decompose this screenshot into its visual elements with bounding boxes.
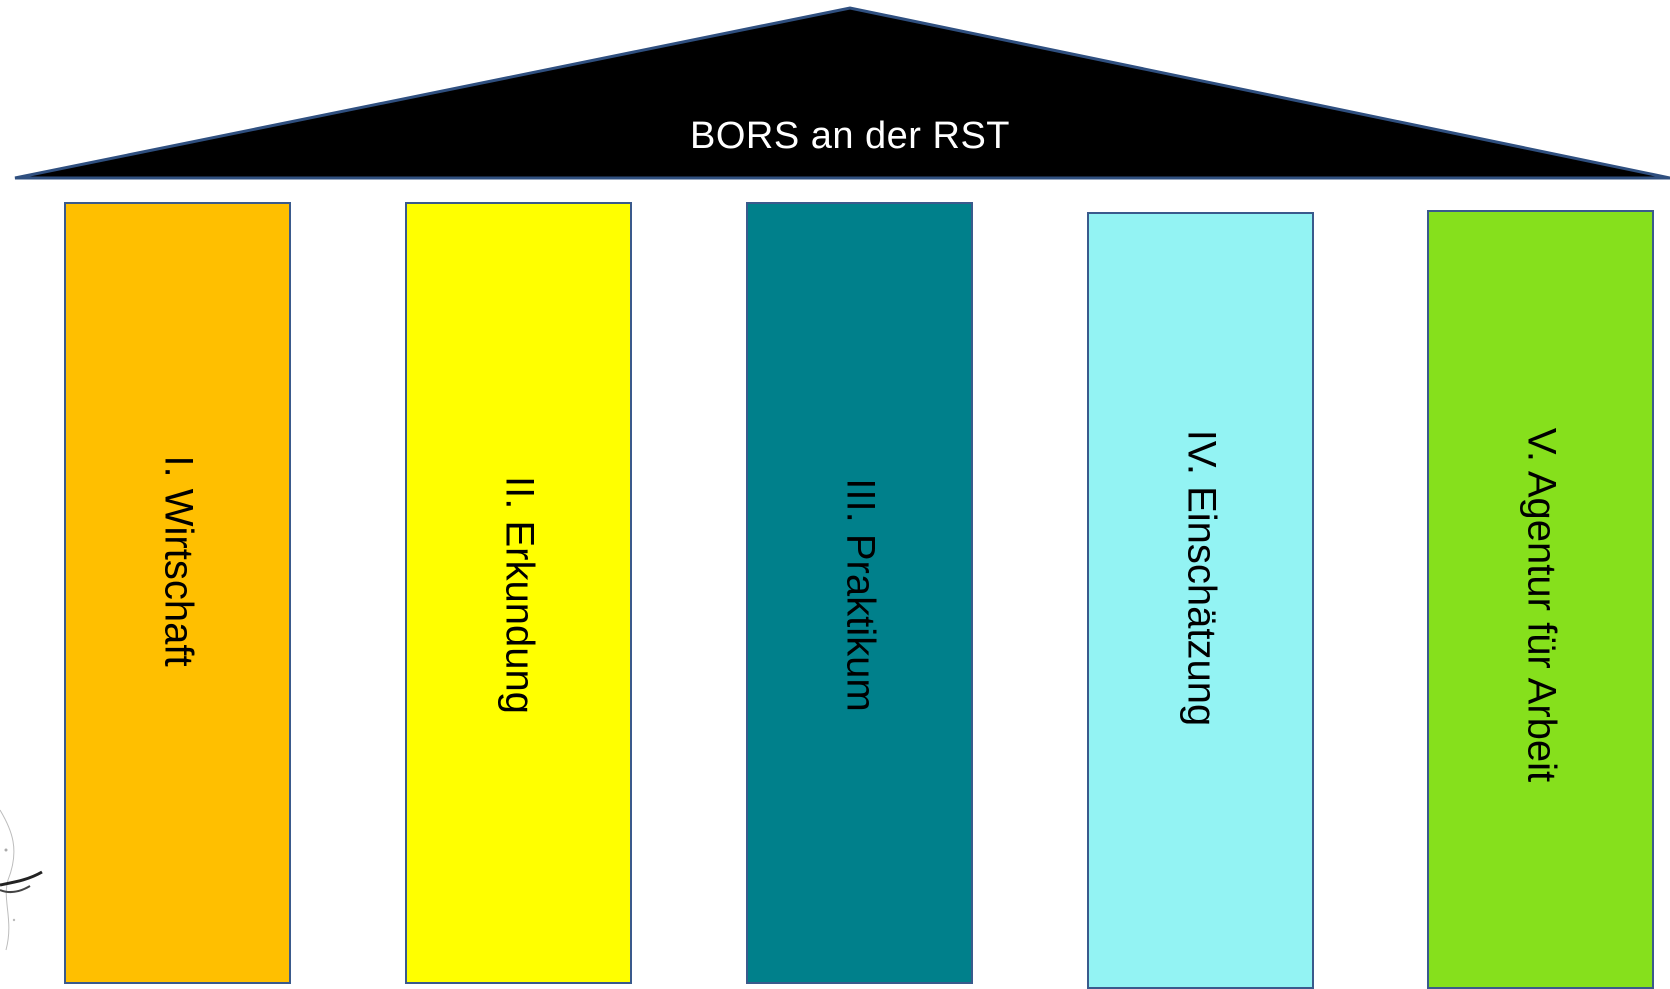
pillar-label-wirtschaft: I. Wirtschaft — [156, 455, 200, 667]
roof-shape — [14, 6, 1670, 180]
pillar-label-einschaetzung: IV. Einschätzung — [1179, 429, 1223, 727]
pillar-erkundung: II. Erkundung — [405, 202, 632, 984]
pillar-label-praktikum: III. Praktikum — [838, 478, 882, 712]
roof-title: BORS an der RST — [689, 115, 1011, 157]
roof-triangle — [14, 6, 1670, 180]
pillar-wirtschaft: I. Wirtschaft — [64, 202, 291, 984]
pillar-agentur-fuer-arbeit: V. Agentur für Arbeit — [1427, 210, 1654, 989]
pillar-label-erkundung: II. Erkundung — [497, 476, 541, 714]
pillar-praktikum: III. Praktikum — [746, 202, 973, 984]
pillar-einschaetzung: IV. Einschätzung — [1087, 212, 1314, 989]
pillar-label-agentur-fuer-arbeit: V. Agentur für Arbeit — [1519, 427, 1563, 783]
sketch-fragment-decoration — [0, 809, 43, 951]
